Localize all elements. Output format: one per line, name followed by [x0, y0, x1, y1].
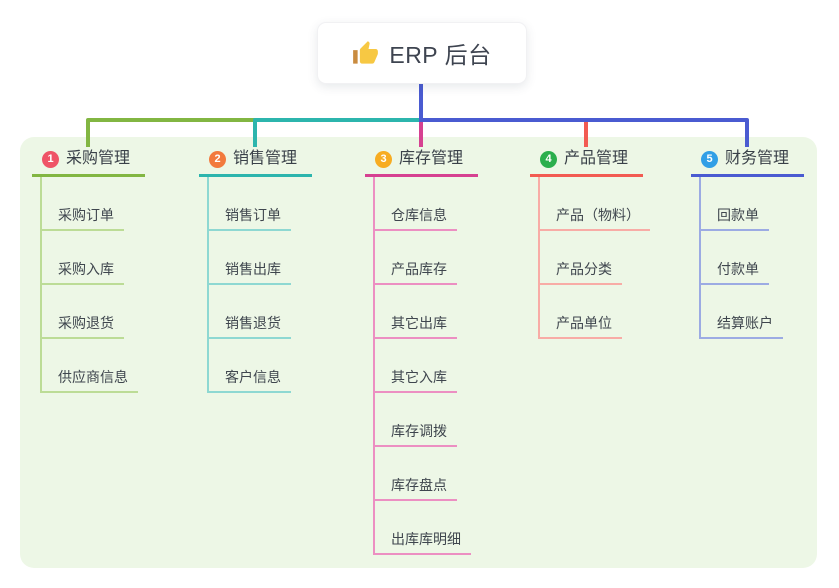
- branch-finance: 5 财务管理 回款单 付款单 结算账户: [691, 148, 804, 339]
- branch-product-header[interactable]: 4 产品管理: [530, 148, 643, 177]
- branch-purchase-label: 采购管理: [66, 150, 131, 167]
- thumbs-up-icon: [353, 40, 379, 64]
- branch-product: 4 产品管理 产品（物料） 产品分类 产品单位: [530, 148, 650, 339]
- branch-finance-header[interactable]: 5 财务管理: [691, 148, 804, 177]
- branch-product-badge: 4: [540, 150, 557, 168]
- mindmap-item[interactable]: 出库库明细: [375, 501, 471, 555]
- branch-sales-label: 销售管理: [233, 150, 298, 167]
- mindmap-item[interactable]: 销售出库: [209, 231, 291, 285]
- branch-sales-badge: 2: [209, 150, 226, 168]
- mindmap-item[interactable]: 付款单: [701, 231, 769, 285]
- branch-purchase-items: 采购订单 采购入库 采购退货 供应商信息: [40, 177, 145, 393]
- mindmap-item[interactable]: 客户信息: [209, 339, 291, 393]
- mindmap-item[interactable]: 销售退货: [209, 285, 291, 339]
- branch-inventory-label: 库存管理: [399, 150, 464, 167]
- mindmap-item[interactable]: 其它出库: [375, 285, 457, 339]
- mindmap-item[interactable]: 结算账户: [701, 285, 783, 339]
- mindmap-item[interactable]: 采购退货: [42, 285, 124, 339]
- mindmap-item[interactable]: 其它入库: [375, 339, 457, 393]
- mindmap-item[interactable]: 产品（物料）: [540, 177, 650, 231]
- root-title: ERP 后台: [389, 42, 492, 68]
- branch-finance-items: 回款单 付款单 结算账户: [699, 177, 804, 339]
- branch-sales-items: 销售订单 销售出库 销售退货 客户信息: [207, 177, 312, 393]
- mindmap-item[interactable]: 产品分类: [540, 231, 622, 285]
- mindmap-item[interactable]: 采购入库: [42, 231, 124, 285]
- branch-purchase-badge: 1: [42, 150, 59, 168]
- branch-purchase-header[interactable]: 1 采购管理: [32, 148, 145, 177]
- branch-inventory: 3 库存管理 仓库信息 产品库存 其它出库 其它入库 库存调拨 库存盘点 出库库…: [365, 148, 478, 555]
- mindmap-item[interactable]: 产品单位: [540, 285, 622, 339]
- branch-inventory-items: 仓库信息 产品库存 其它出库 其它入库 库存调拨 库存盘点 出库库明细: [373, 177, 478, 555]
- root-node[interactable]: ERP 后台: [317, 22, 527, 84]
- mindmap-item[interactable]: 产品库存: [375, 231, 457, 285]
- mindmap-item[interactable]: 库存调拨: [375, 393, 457, 447]
- branch-product-items: 产品（物料） 产品分类 产品单位: [538, 177, 650, 339]
- mindmap-item[interactable]: 仓库信息: [375, 177, 457, 231]
- branch-product-label: 产品管理: [564, 150, 629, 167]
- branch-finance-label: 财务管理: [725, 150, 790, 167]
- mindmap-item[interactable]: 回款单: [701, 177, 769, 231]
- branch-sales-header[interactable]: 2 销售管理: [199, 148, 312, 177]
- branch-inventory-badge: 3: [375, 150, 392, 168]
- branches-panel: [20, 137, 817, 568]
- branch-finance-badge: 5: [701, 150, 718, 168]
- branch-purchase: 1 采购管理 采购订单 采购入库 采购退货 供应商信息: [32, 148, 145, 393]
- mindmap-item[interactable]: 供应商信息: [42, 339, 138, 393]
- branch-sales: 2 销售管理 销售订单 销售出库 销售退货 客户信息: [199, 148, 312, 393]
- mindmap-item[interactable]: 采购订单: [42, 177, 124, 231]
- mindmap-item[interactable]: 库存盘点: [375, 447, 457, 501]
- branch-inventory-header[interactable]: 3 库存管理: [365, 148, 478, 177]
- mindmap-item[interactable]: 销售订单: [209, 177, 291, 231]
